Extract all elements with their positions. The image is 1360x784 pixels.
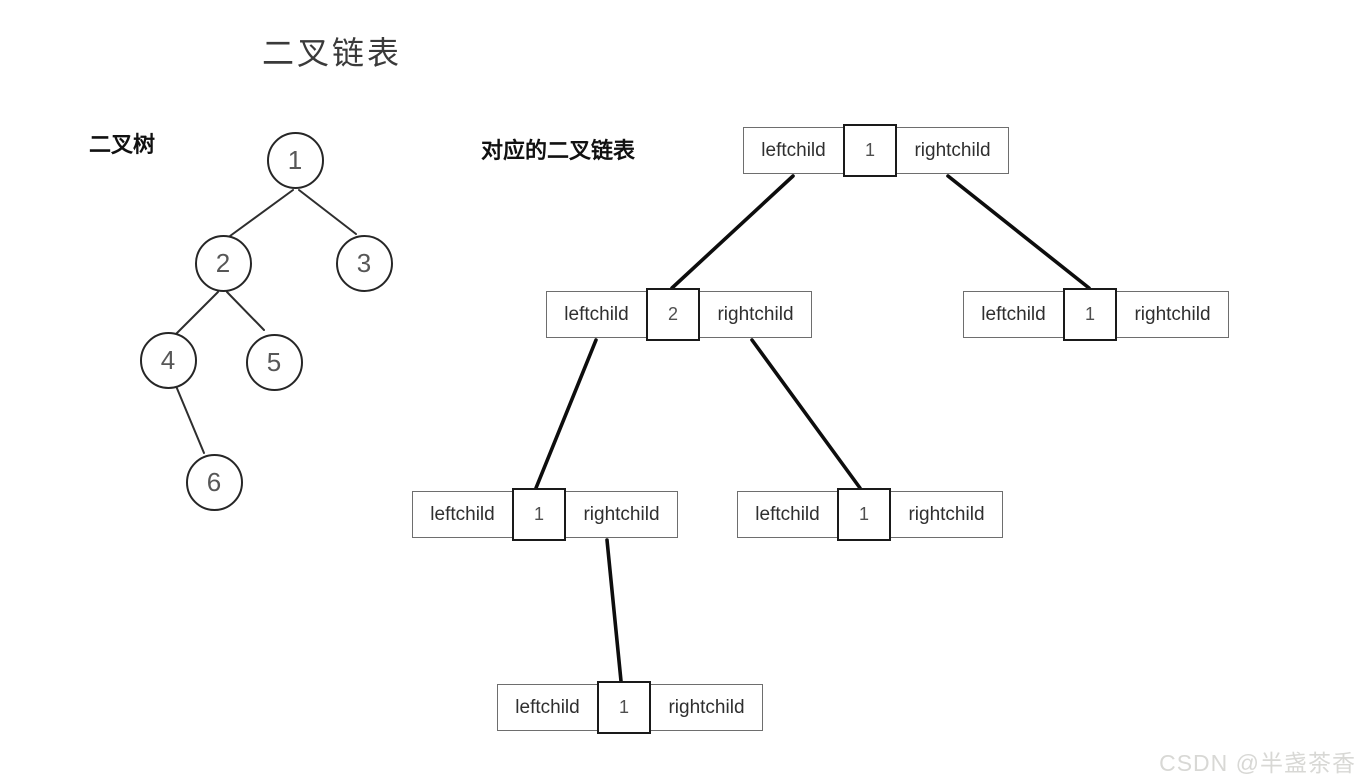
leftchild-cell: leftchild <box>744 128 843 173</box>
leftchild-label: leftchild <box>755 503 820 525</box>
child-pointer-line <box>750 338 862 490</box>
value-cell: 1 <box>1063 288 1117 341</box>
tree-node-value: 5 <box>266 346 282 377</box>
list-section-label: 对应的二叉链表 <box>481 138 636 163</box>
tree-edge <box>298 189 357 235</box>
leftchild-label: leftchild <box>564 303 629 325</box>
leftchild-label: leftchild <box>761 139 826 161</box>
linked-list-node: leftchild 1 rightchild <box>412 488 678 541</box>
tree-node-circle: 1 <box>266 131 324 189</box>
rightchild-cell: rightchild <box>700 292 811 337</box>
tree-edge <box>175 291 219 335</box>
child-pointer-line <box>670 174 795 290</box>
linked-list-node: leftchild 2 rightchild <box>546 288 812 341</box>
rightchild-cell: rightchild <box>891 492 1002 537</box>
node-value: 1 <box>533 504 544 524</box>
rightchild-label: rightchild <box>717 303 794 325</box>
tree-node-value: 6 <box>206 466 222 497</box>
node-value: 1 <box>1084 304 1095 324</box>
rightchild-label: rightchild <box>914 139 991 161</box>
child-pointer-line <box>534 338 598 490</box>
leftchild-cell: leftchild <box>498 685 597 730</box>
child-pointer-line <box>605 538 623 683</box>
tree-edge <box>229 189 294 237</box>
tree-node-circle: 3 <box>335 234 393 292</box>
leftchild-cell: leftchild <box>738 492 837 537</box>
linked-list-node: leftchild 1 rightchild <box>963 288 1229 341</box>
rightchild-cell: rightchild <box>897 128 1008 173</box>
rightchild-cell: rightchild <box>651 685 762 730</box>
tree-node-value: 3 <box>356 247 372 278</box>
value-cell: 2 <box>646 288 700 341</box>
value-cell: 1 <box>512 488 566 541</box>
rightchild-cell: rightchild <box>566 492 677 537</box>
rightchild-cell: rightchild <box>1117 292 1228 337</box>
tree-node-value: 1 <box>287 144 303 175</box>
node-value: 1 <box>858 504 869 524</box>
rightchild-label: rightchild <box>668 696 745 718</box>
value-cell: 1 <box>597 681 651 734</box>
leftchild-label: leftchild <box>430 503 495 525</box>
rightchild-label: rightchild <box>908 503 985 525</box>
leftchild-cell: leftchild <box>413 492 512 537</box>
rightchild-label: rightchild <box>1134 303 1211 325</box>
child-pointer-line <box>946 174 1091 290</box>
linked-list-node: leftchild 1 rightchild <box>497 681 763 734</box>
rightchild-label: rightchild <box>583 503 660 525</box>
tree-node-circle: 4 <box>139 331 197 389</box>
leftchild-cell: leftchild <box>964 292 1063 337</box>
tree-section-label: 二叉树 <box>89 132 156 157</box>
node-value: 1 <box>618 697 629 717</box>
watermark: CSDN @半盏茶香 <box>1159 750 1356 776</box>
tree-node-circle: 5 <box>245 333 303 391</box>
leftchild-label: leftchild <box>515 696 580 718</box>
value-cell: 1 <box>843 124 897 177</box>
linked-list-node: leftchild 1 rightchild <box>743 124 1009 177</box>
leftchild-cell: leftchild <box>547 292 646 337</box>
tree-edge <box>226 291 265 331</box>
linked-list-node: leftchild 1 rightchild <box>737 488 1003 541</box>
value-cell: 1 <box>837 488 891 541</box>
page-title: 二叉链表 <box>262 35 403 71</box>
tree-node-circle: 6 <box>185 453 243 511</box>
leftchild-label: leftchild <box>981 303 1046 325</box>
node-value: 1 <box>864 140 875 160</box>
tree-edge <box>175 385 205 454</box>
node-value: 2 <box>667 304 678 324</box>
tree-node-value: 2 <box>215 247 231 278</box>
tree-node-circle: 2 <box>194 234 252 292</box>
tree-node-value: 4 <box>160 344 176 375</box>
